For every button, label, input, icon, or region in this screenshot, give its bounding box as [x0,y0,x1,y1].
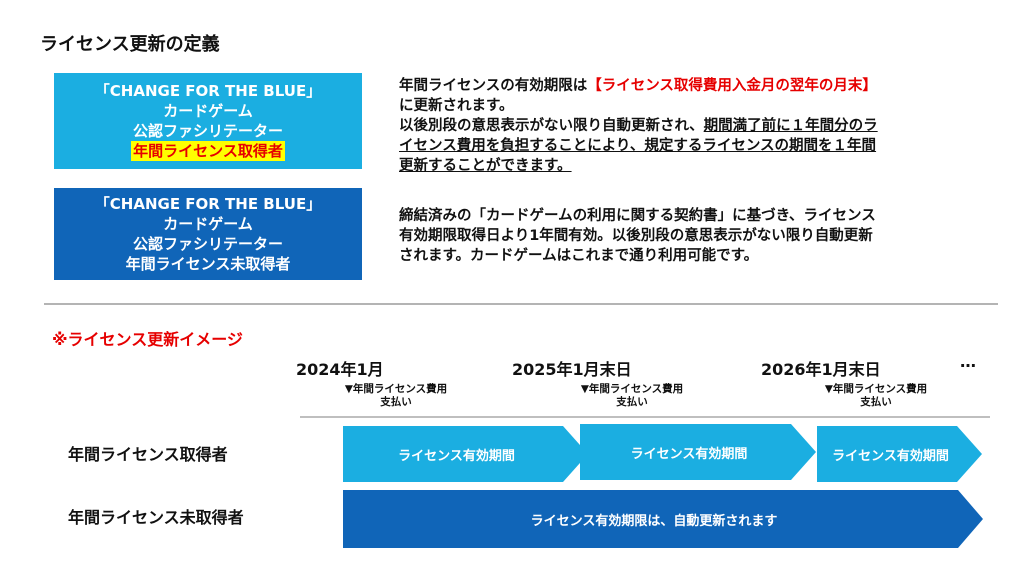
validity-period-arrow-3: ライセンス有効期間 [817,426,982,482]
timeline-ellipsis: … [960,352,976,371]
year-label-2025: 2025年1月末日 [512,360,632,379]
desc1-l4-underlined: イセンス費用を負担することにより、規定するライセンスの期間を１年間 [399,138,877,154]
validity-period-arrow-1: ライセンス有効期間 [343,426,588,482]
year-label-2026: 2026年1月末日 [761,360,881,379]
non-license-holder-box: 「CHANGE FOR THE BLUE」 カードゲーム 公認ファシリテーター … [54,188,362,280]
desc1-l5-underlined: 更新することができます。 [399,158,572,174]
validity-period-arrow-2: ライセンス有効期間 [580,424,816,480]
desc1-l1a: 年間ライセンスの有効期限は [399,78,588,94]
validity-period-label: ライセンス有効期間 [630,446,748,462]
validity-period-label: ライセンス有効期間 [832,448,949,464]
desc2-l3: されます。カードゲームはこれまで通り利用可能です。 [399,248,759,264]
timeline-axis [300,416,990,418]
box1-line2: カードゲーム [163,102,253,120]
box1-line3: 公認ファシリテーター [132,122,283,140]
desc1-l3b-underlined: 期間満了前に１年間分のラ [703,118,878,134]
row-label-holder: 年間ライセンス取得者 [68,445,228,464]
payment-marker-line1: ▼年間ライセンス費用 [344,383,448,395]
payment-marker-line2: 支払い [380,396,412,408]
desc2-l2: 有効期限取得日より1年間有効。以後別段の意思表示がない限り自動更新 [399,228,873,244]
box2-line3: 公認ファシリテーター [132,235,283,253]
box2-line4: 年間ライセンス未取得者 [125,255,291,273]
auto-renew-label: ライセンス有効期限は、自動更新されます [530,513,778,529]
payment-marker-line1: ▼年間ライセンス費用 [580,383,684,395]
section-divider [44,303,998,305]
page-title: ライセンス更新の定義 [40,34,220,55]
payment-marker-line2: 支払い [616,396,648,408]
payment-marker-2024: ▼年間ライセンス費用 支払い [326,383,466,409]
auto-renew-arrow: ライセンス有効期限は、自動更新されます [343,490,983,548]
non-license-holder-description: 締結済みの「カードゲームの利用に関する契約書」に基づき、ライセンス 有効期限取得… [399,206,979,266]
box1-line4-highlight: 年間ライセンス取得者 [131,141,285,161]
renewal-image-note: ※ライセンス更新イメージ [52,330,243,349]
payment-marker-2026: ▼年間ライセンス費用 支払い [806,383,946,409]
payment-marker-line2: 支払い [860,396,892,408]
year-label-2024: 2024年1月 [296,360,384,379]
desc2-l1: 締結済みの「カードゲームの利用に関する契約書」に基づき、ライセンス [399,208,876,224]
box2-line2: カードゲーム [163,215,253,233]
license-holder-box: 「CHANGE FOR THE BLUE」 カードゲーム 公認ファシリテーター … [54,73,362,169]
desc1-l3a: 以後別段の意思表示がない限り自動更新され、 [399,118,704,134]
desc1-l1b-red: 【ライセンス取得費用入金月の翌年の月末】 [587,78,877,94]
validity-period-label: ライセンス有効期間 [398,448,515,464]
payment-marker-line1: ▼年間ライセンス費用 [824,383,928,395]
box1-line1: 「CHANGE FOR THE BLUE」 [94,82,322,100]
payment-marker-2025: ▼年間ライセンス費用 支払い [562,383,702,409]
desc1-l2: に更新されます。 [399,98,514,114]
license-holder-description: 年間ライセンスの有効期限は【ライセンス取得費用入金月の翌年の月末】 に更新されま… [399,76,979,176]
row-label-non-holder: 年間ライセンス未取得者 [68,508,244,527]
box2-line1: 「CHANGE FOR THE BLUE」 [94,195,322,213]
